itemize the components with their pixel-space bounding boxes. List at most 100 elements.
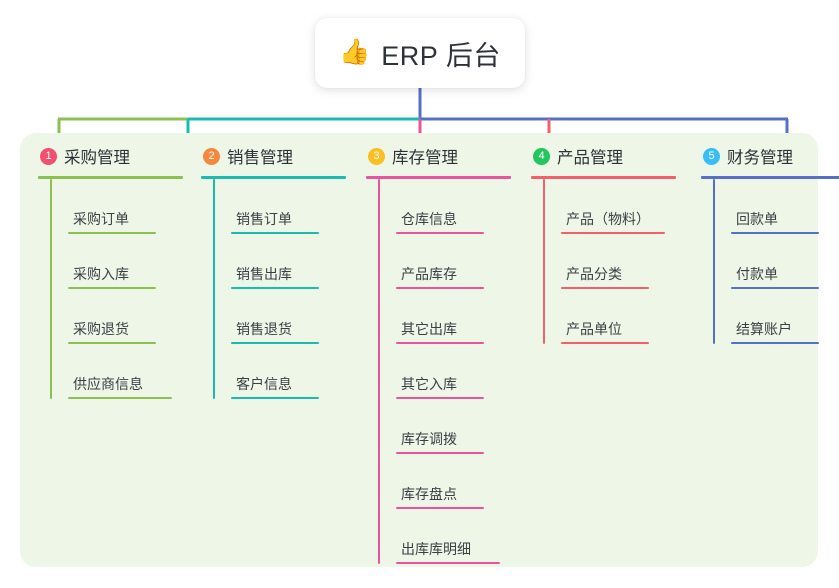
thumbs-up-icon: 👍 — [339, 37, 371, 66]
branch-item[interactable]: 采购入库 — [68, 234, 185, 289]
branch-item[interactable]: 仓库信息 — [396, 179, 515, 234]
branch-header-1[interactable]: 1 采购管理 — [38, 143, 185, 169]
branch-item-rule — [396, 507, 484, 509]
branch-item-label: 销售退货 — [236, 321, 292, 337]
branch-item-rule — [731, 232, 819, 234]
branch-item-label: 回款单 — [736, 211, 778, 227]
branch-badge-5: 5 — [703, 147, 720, 165]
branch-item[interactable]: 产品库存 — [396, 234, 515, 289]
branches-panel — [20, 133, 818, 567]
branch-item-rule — [396, 342, 484, 344]
branch-item[interactable]: 付款单 — [731, 234, 819, 289]
branch-item-rule — [396, 232, 484, 234]
branch-item-label: 付款单 — [736, 266, 778, 282]
branch-item-label: 结算账户 — [736, 321, 792, 337]
branch-item-label: 产品库存 — [401, 266, 457, 282]
branch-item-label: 客户信息 — [236, 376, 292, 392]
branch-item-rule — [396, 452, 484, 454]
branch-items-4: 产品（物料） 产品分类产品单位 — [543, 179, 685, 344]
branch-item-rule — [231, 397, 319, 399]
branch-item-label: 销售订单 — [236, 211, 292, 227]
branch-spine-4 — [543, 179, 545, 344]
branch-item-rule — [561, 232, 665, 234]
branch-item-rule — [231, 287, 319, 289]
branch-item[interactable]: 其它入库 — [396, 344, 515, 399]
branch-item[interactable]: 出库库明细 — [396, 509, 515, 564]
branch-items-1: 采购订单采购入库采购退货供应商信息 — [50, 179, 185, 399]
branch-item-label: 其它出库 — [401, 321, 457, 337]
branch-item[interactable]: 产品分类 — [561, 234, 685, 289]
branch-item-label: 产品（物料） — [566, 211, 650, 227]
branch-item-rule — [561, 287, 649, 289]
branch-spine-1 — [50, 179, 52, 399]
branch-item-label: 销售出库 — [236, 266, 292, 282]
branch-item-rule — [231, 342, 319, 344]
branch-title-2: 销售管理 — [227, 149, 293, 167]
branch-header-rule-2 — [201, 176, 346, 179]
branch-item-rule — [68, 342, 156, 344]
branch-item-rule — [731, 287, 819, 289]
branch-item[interactable]: 销售出库 — [231, 234, 350, 289]
branch-title-3: 库存管理 — [392, 149, 458, 167]
branch-item-rule — [561, 342, 649, 344]
branch-column-2: 2 销售管理销售订单销售出库销售退货客户信息 — [185, 133, 350, 567]
branch-item-label: 采购订单 — [73, 211, 129, 227]
branch-item-rule — [68, 232, 156, 234]
branch-item[interactable]: 结算账户 — [731, 289, 819, 344]
branch-items-3: 仓库信息产品库存其它出库其它入库库存调拨库存盘点出库库明细 — [378, 179, 515, 564]
branch-item-rule — [731, 342, 819, 344]
branch-item[interactable]: 产品（物料） — [561, 179, 685, 234]
branch-item[interactable]: 采购退货 — [68, 289, 185, 344]
branch-item-label: 库存调拨 — [401, 431, 457, 447]
branch-item[interactable]: 产品单位 — [561, 289, 685, 344]
branch-item-rule — [231, 232, 319, 234]
branch-column-1: 1 采购管理采购订单采购入库采购退货供应商信息 — [20, 133, 185, 567]
branch-title-5: 财务管理 — [727, 149, 793, 167]
branch-item-label: 采购入库 — [73, 266, 129, 282]
branch-columns: 1 采购管理采购订单采购入库采购退货供应商信息 2 销售管理销售订单销售出库销售退货客… — [20, 133, 839, 567]
branch-header-rule-1 — [38, 176, 183, 179]
branch-item-label: 库存盘点 — [401, 486, 457, 502]
branch-item[interactable]: 销售订单 — [231, 179, 350, 234]
branch-spine-3 — [378, 179, 380, 564]
branch-header-rule-5 — [701, 176, 839, 179]
branch-column-5: 5 财务管理回款单付款单结算账户 — [685, 133, 839, 567]
branch-title-1: 采购管理 — [64, 149, 130, 167]
branch-item[interactable]: 供应商信息 — [68, 344, 185, 399]
branch-item[interactable]: 其它出库 — [396, 289, 515, 344]
branch-item-rule — [68, 287, 156, 289]
branch-header-rule-4 — [531, 176, 676, 179]
branch-items-2: 销售订单销售出库销售退货客户信息 — [213, 179, 350, 399]
branch-header-rule-3 — [366, 176, 511, 179]
branch-item[interactable]: 库存盘点 — [396, 454, 515, 509]
branch-item-rule — [396, 562, 500, 564]
root-node[interactable]: 👍 ERP 后台 — [315, 18, 525, 88]
branch-item-rule — [68, 397, 172, 399]
branch-item-label: 产品分类 — [566, 266, 622, 282]
branch-items-5: 回款单付款单结算账户 — [713, 179, 819, 344]
branch-item[interactable]: 库存调拨 — [396, 399, 515, 454]
branch-item-label: 其它入库 — [401, 376, 457, 392]
branch-spine-5 — [713, 179, 715, 344]
branch-item-label: 仓库信息 — [401, 211, 457, 227]
root-title: ERP 后台 — [381, 40, 501, 71]
branch-item-label: 供应商信息 — [73, 376, 143, 392]
branch-item-label: 出库库明细 — [401, 541, 471, 557]
branch-item-label: 产品单位 — [566, 321, 622, 337]
branch-badge-2: 2 — [203, 147, 220, 165]
branch-badge-1: 1 — [40, 147, 57, 165]
branch-item-rule — [396, 397, 484, 399]
branch-item[interactable]: 回款单 — [731, 179, 819, 234]
branch-item[interactable]: 销售退货 — [231, 289, 350, 344]
branch-header-2[interactable]: 2 销售管理 — [201, 143, 350, 169]
branch-item[interactable]: 采购订单 — [68, 179, 185, 234]
branch-item-label: 采购退货 — [73, 321, 129, 337]
branch-header-5[interactable]: 5 财务管理 — [701, 143, 818, 169]
branch-item-rule — [396, 287, 484, 289]
branch-title-4: 产品管理 — [557, 149, 623, 167]
branch-item[interactable]: 客户信息 — [231, 344, 350, 399]
